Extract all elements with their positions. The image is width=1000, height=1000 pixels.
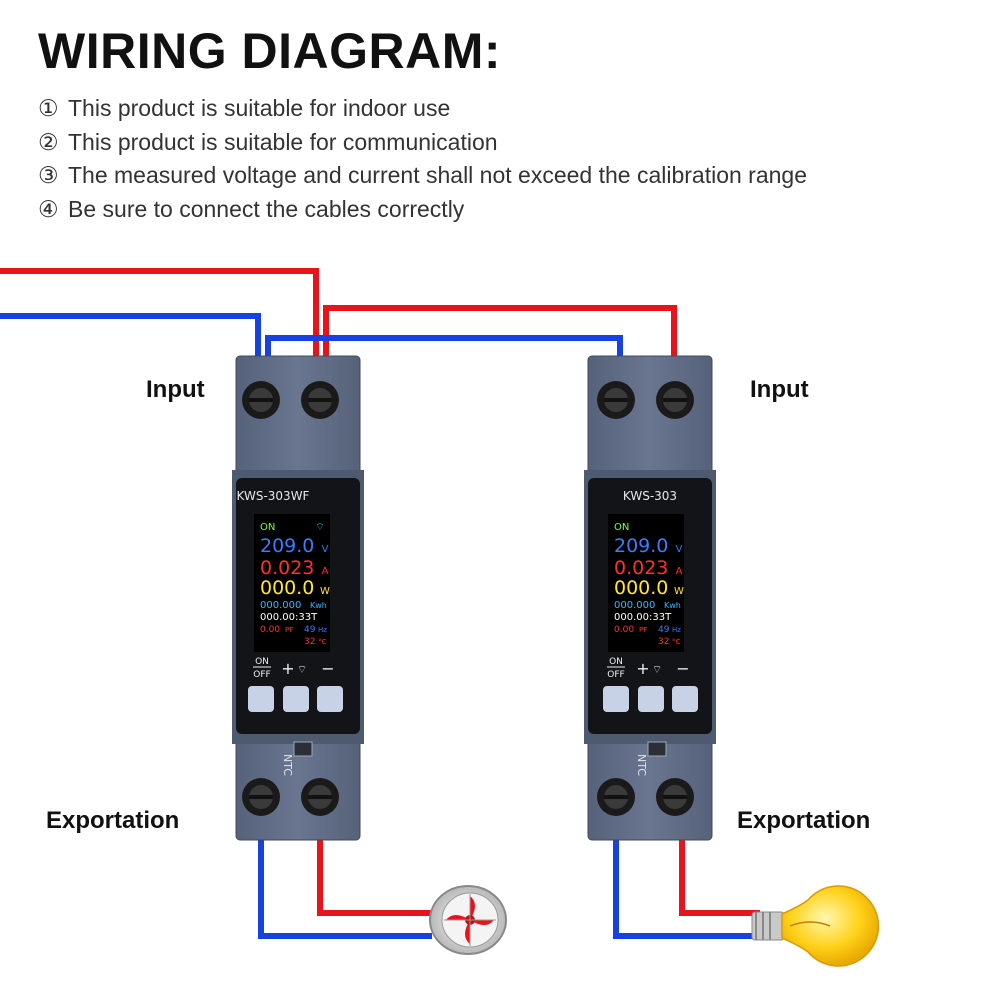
off-label: OFF <box>607 670 624 680</box>
input-label-right: Input <box>750 376 809 403</box>
wifi-icon: ⌔ <box>297 664 307 676</box>
list-item: ④ Be sure to connect the cables correctly <box>38 193 807 227</box>
minus-button[interactable] <box>317 686 343 712</box>
minus-label: − <box>676 659 689 678</box>
freq-readout: 49 <box>304 625 316 635</box>
note-number: ① <box>38 95 59 121</box>
light-bulb-icon <box>751 885 880 967</box>
power-readout: 000.0 <box>260 577 314 599</box>
neutral-wire-input-left <box>0 313 261 388</box>
note-number: ③ <box>38 162 59 188</box>
wifi-icon: ⌔ <box>315 522 324 533</box>
freq-unit: Hz <box>672 626 681 634</box>
exportation-label-right: Exportation <box>737 807 871 834</box>
note-text: Be sure to connect the cables correctly <box>68 195 465 222</box>
on-label: ON <box>609 657 623 667</box>
meter-device-right: KWS-303 ON 209.0 V 0.023 A 000.0 W 000.0… <box>584 355 716 841</box>
model-label: KWS-303WF <box>237 489 310 503</box>
freq-readout: 49 <box>658 625 670 635</box>
output-terminal-left-neutral <box>242 778 280 816</box>
output-terminal-left-live <box>301 778 339 816</box>
minus-button[interactable] <box>672 686 698 712</box>
output-terminal-right-live <box>656 778 694 816</box>
page-title: WIRING DIAGRAM: <box>38 23 501 79</box>
wifi-icon: ⌔ <box>652 664 662 676</box>
current-readout: 0.023 <box>260 557 314 579</box>
plus-button[interactable] <box>638 686 664 712</box>
on-off-button[interactable] <box>248 686 274 712</box>
ntc-label: NTC <box>635 754 648 776</box>
temp-readout: 32 <box>304 637 315 647</box>
status-on: ON <box>260 522 275 533</box>
voltage-readout: 209.0 <box>614 535 668 557</box>
on-label: ON <box>255 657 269 667</box>
note-number: ② <box>38 128 59 155</box>
power-unit: W <box>320 586 330 597</box>
input-terminal-right-live <box>656 381 694 419</box>
ntc-port <box>647 741 667 757</box>
minus-label: − <box>321 659 334 678</box>
voltage-unit: V <box>676 544 683 555</box>
meter-device-left: KWS-303WF ON ⌔ 209.0 V 0.023 A 000.0 W 0… <box>232 355 364 841</box>
pf-readout: 0.00 <box>260 625 280 635</box>
note-text: The measured voltage and current shall n… <box>68 162 808 188</box>
energy-unit: Kwh <box>310 601 327 610</box>
pf-readout: 0.00 <box>614 625 634 635</box>
on-off-button[interactable] <box>603 686 629 712</box>
list-item: ③ The measured voltage and current shall … <box>38 159 807 193</box>
energy-readout: 000.000 <box>260 600 301 611</box>
note-number: ④ <box>38 195 59 222</box>
time-readout: 000.00:33T <box>260 612 318 623</box>
current-readout: 0.023 <box>614 557 668 579</box>
temp-unit: °C <box>318 638 327 646</box>
energy-unit: Kwh <box>664 601 681 610</box>
plus-label: + <box>281 659 294 678</box>
output-terminal-right-neutral <box>597 778 635 816</box>
power-readout: 000.0 <box>614 577 668 599</box>
temp-unit: °C <box>672 638 681 646</box>
input-terminal-left-live <box>301 381 339 419</box>
current-unit: A <box>676 566 683 577</box>
neutral-wire-output-left <box>258 800 432 939</box>
current-unit: A <box>322 566 329 577</box>
freq-unit: Hz <box>318 626 327 634</box>
status-on: ON <box>614 522 629 533</box>
pf-unit: PF <box>639 626 647 634</box>
time-readout: 000.00:33T <box>614 612 672 623</box>
ntc-port <box>293 741 313 757</box>
power-unit: W <box>674 586 684 597</box>
input-terminal-left-neutral <box>242 381 280 419</box>
note-text: This product is suitable for communicati… <box>68 128 498 155</box>
temp-readout: 32 <box>658 637 669 647</box>
plus-label: + <box>636 659 649 678</box>
off-label: OFF <box>253 670 270 680</box>
notes-list: ① This product is suitable for indoor use… <box>38 92 807 226</box>
voltage-readout: 209.0 <box>260 535 314 557</box>
list-item: ① This product is suitable for indoor use <box>38 92 807 126</box>
input-label-left: Input <box>146 376 205 403</box>
live-wire-link <box>323 305 677 388</box>
live-wire-input-left <box>0 268 319 388</box>
plus-button[interactable] <box>283 686 309 712</box>
note-text: This product is suitable for indoor use <box>68 95 451 121</box>
exportation-label-left: Exportation <box>46 807 180 834</box>
pf-unit: PF <box>285 626 293 634</box>
energy-readout: 000.000 <box>614 600 655 611</box>
model-label: KWS-303 <box>623 489 677 503</box>
input-terminal-right-neutral <box>597 381 635 419</box>
list-item: ② This product is suitable for communicat… <box>38 126 807 160</box>
voltage-unit: V <box>322 544 329 555</box>
ntc-label: NTC <box>281 754 294 776</box>
fan-icon <box>429 885 507 955</box>
neutral-wire-output-right <box>613 800 760 939</box>
